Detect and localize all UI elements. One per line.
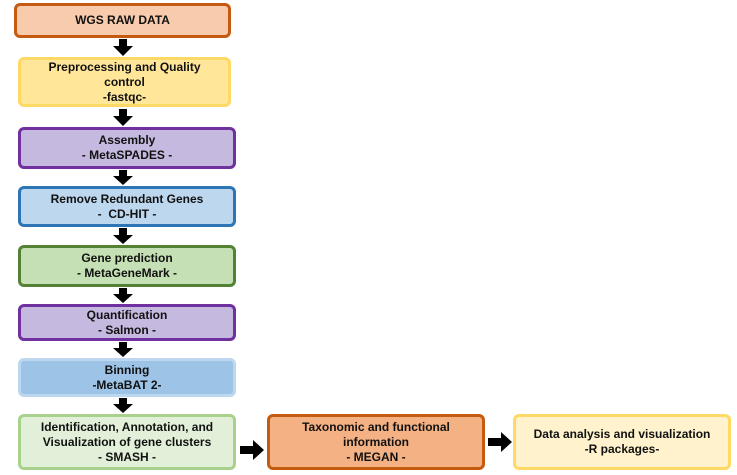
node-remove-redundant: Remove Redundant Genes - CD-HIT -	[18, 186, 236, 227]
node-taxonomic-line-1: Taxonomic and functional	[302, 419, 450, 434]
node-quantification-line-2: - Salmon -	[97, 322, 156, 337]
node-data-analysis-line-1: Data analysis and visualization	[533, 427, 711, 441]
node-identification-line-3: - SMASH -	[98, 449, 156, 464]
node-identification-line-2: Visualization of gene clusters	[42, 434, 212, 449]
arrow-right-taxonomic-to-data-analysis	[488, 432, 512, 452]
arrow-right-identification-to-taxonomic	[240, 440, 264, 460]
arrow-down-assembly-to-redundant	[113, 170, 133, 185]
arrow-down-quantification-to-binning	[113, 342, 133, 357]
node-data-analysis-line-2: -R packages-	[584, 442, 660, 456]
node-quantification-line-1: Quantification	[86, 307, 168, 322]
node-assembly-line-2: - MetaSPADES -	[81, 148, 173, 162]
node-preprocessing-line-2: control	[104, 74, 145, 89]
node-taxonomic: Taxonomic and functional information - M…	[267, 414, 485, 470]
arrow-down-redundant-to-gene-prediction	[113, 228, 133, 244]
node-wgs-raw-data: WGS RAW DATA	[14, 3, 231, 38]
node-taxonomic-line-3: - MEGAN -	[346, 449, 406, 464]
arrow-down-gene-prediction-to-quantification	[113, 288, 133, 303]
node-redundant-line-2: - CD-HIT -	[97, 206, 157, 221]
node-quantification: Quantification - Salmon -	[18, 304, 236, 341]
arrow-down-wgs-to-preprocessing	[113, 39, 133, 56]
node-binning: Binning -MetaBAT 2-	[18, 358, 236, 397]
node-gene-prediction-line-2: - MetaGeneMark -	[76, 266, 178, 280]
node-preprocessing: Preprocessing and Quality control -fastq…	[18, 57, 231, 107]
node-identification: Identification, Annotation, and Visualiz…	[18, 414, 236, 470]
node-binning-line-1: Binning	[104, 362, 150, 377]
node-preprocessing-line-1: Preprocessing and Quality	[48, 59, 201, 74]
node-assembly: Assembly - MetaSPADES -	[18, 127, 236, 169]
node-gene-prediction: Gene prediction - MetaGeneMark -	[18, 245, 236, 287]
node-data-analysis: Data analysis and visualization -R packa…	[513, 414, 731, 470]
node-redundant-line-1: Remove Redundant Genes	[50, 191, 204, 206]
node-preprocessing-line-3: -fastqc-	[102, 89, 147, 104]
node-identification-line-1: Identification, Annotation, and	[40, 419, 214, 434]
node-assembly-line-1: Assembly	[98, 133, 156, 147]
node-taxonomic-line-2: information	[343, 434, 409, 449]
arrow-down-binning-to-identification	[113, 398, 133, 413]
node-binning-line-2: -MetaBAT 2-	[92, 377, 162, 392]
node-wgs-line-1: WGS RAW DATA	[75, 13, 170, 27]
node-gene-prediction-line-1: Gene prediction	[81, 251, 173, 265]
arrow-down-preprocessing-to-assembly	[113, 109, 133, 126]
